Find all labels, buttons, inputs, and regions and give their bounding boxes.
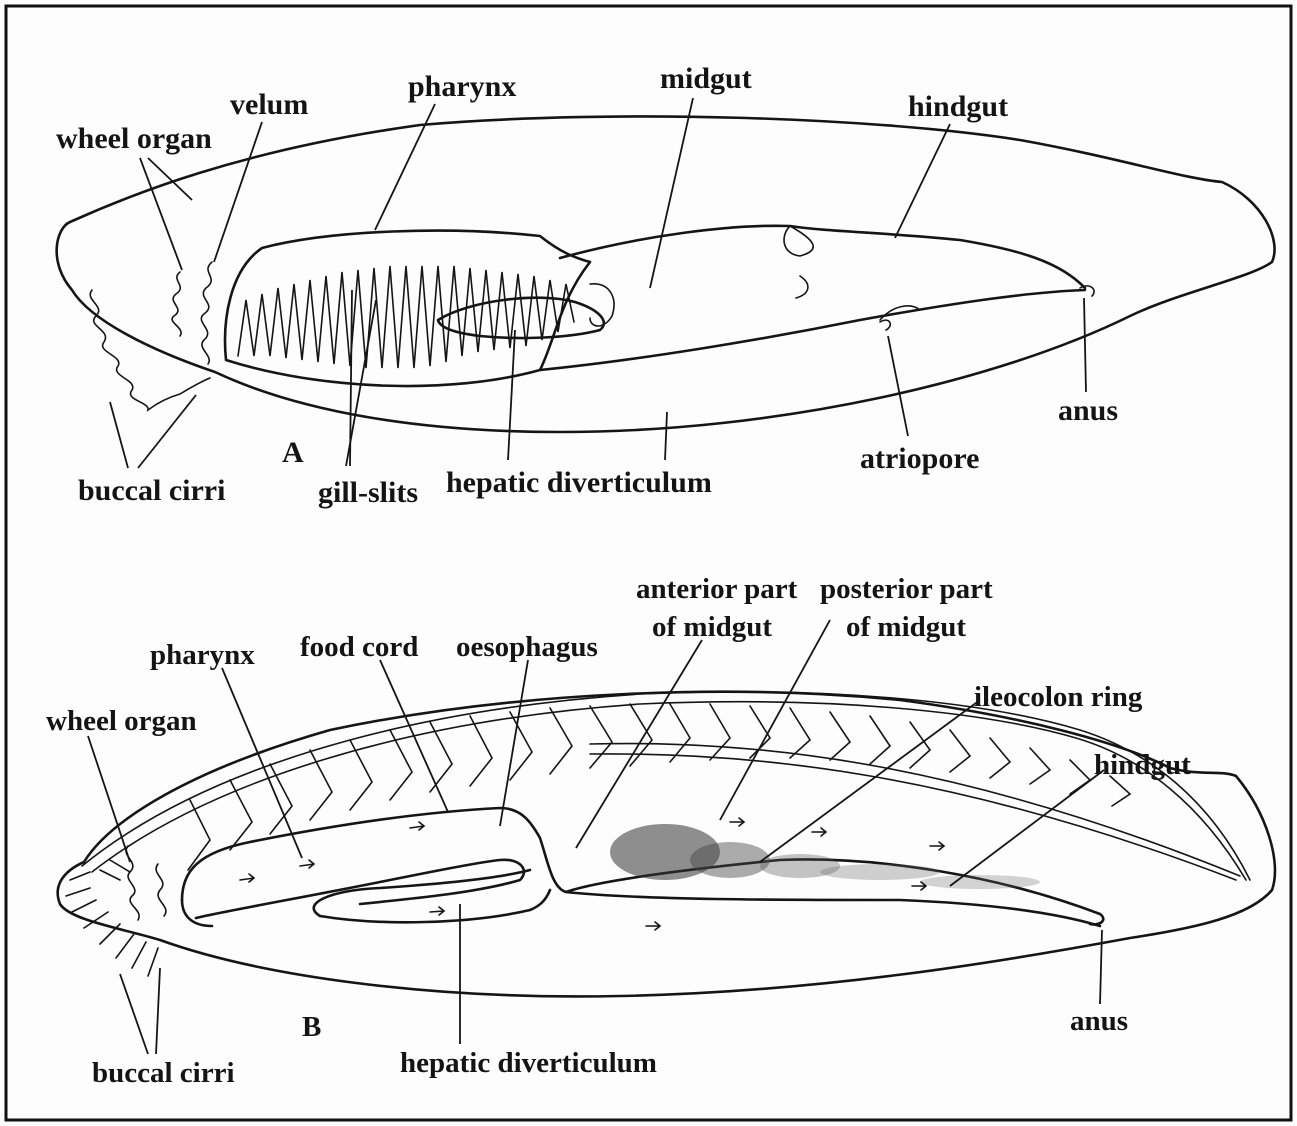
label-a-anus: anus [1058,394,1118,427]
panel-a-drawing [57,116,1275,432]
label-a-velum: velum [230,88,308,121]
panel-a-wheel-organ-shape [172,272,181,336]
label-b-anterior-part-1: anterior part [636,573,798,605]
panel-a-buccal-cirri-shape [90,290,210,410]
label-a-midgut: midgut [660,62,752,95]
panel-b-labels: anterior part of midgut posterior part o… [46,573,1191,1089]
label-b-ileocolon-ring: ileocolon ring [974,681,1143,713]
label-a-hindgut: hindgut [908,90,1008,123]
label-b-pharynx: pharynx [150,639,255,671]
panel-a-gill-slits [238,266,574,368]
label-b-food-cord: food cord [300,631,418,663]
label-b-anus: anus [1070,1005,1128,1037]
label-b-panel-letter: B [302,1011,321,1043]
label-a-pharynx: pharynx [408,70,516,103]
label-b-posterior-part-1: posterior part [820,573,993,605]
panel-a-gut-lower [540,290,1085,370]
panel-b-drawing [58,692,1275,997]
panel-a-leaders [110,98,1086,468]
label-b-posterior-part-2: of midgut [846,611,966,643]
label-a-wheel-organ: wheel organ [56,122,212,155]
label-b-buccal-cirri: buccal cirri [92,1057,235,1089]
panel-b-hepatic-diverticulum [314,870,530,916]
label-b-oesophagus: oesophagus [456,631,598,663]
label-b-anterior-part-2: of midgut [652,611,772,643]
label-b-wheel-organ: wheel organ [46,705,197,737]
label-a-atriopore: atriopore [860,442,979,475]
panel-a-gut-upper [560,226,1085,288]
label-b-hindgut: hindgut [1094,749,1191,781]
label-a-buccal-cirri: buccal cirri [78,474,225,507]
label-a-gill-slits: gill-slits [318,476,418,509]
label-b-hepatic-diverticulum: hepatic diverticulum [400,1047,657,1079]
panel-a-velum-shape [201,262,212,364]
panel-a-labels: wheel organ velum pharynx midgut hindgut… [56,62,1118,509]
label-a-hepatic-diverticulum: hepatic diverticulum [446,466,712,499]
label-a-panel-letter: A [282,436,304,469]
